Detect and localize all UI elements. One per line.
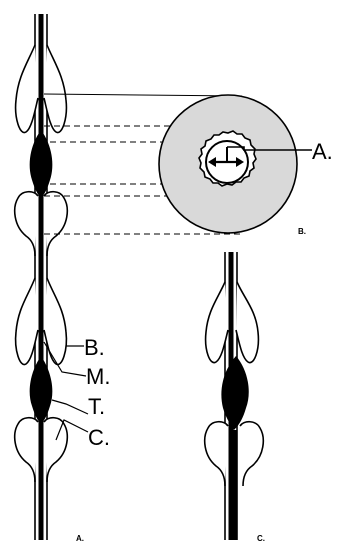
panel-c-longitudinal-section (205, 252, 264, 540)
callout-c-label: C. (88, 425, 110, 450)
panel-a-node-1 (30, 130, 53, 198)
panel-b-cross-section (159, 95, 312, 233)
callout-t-leader (52, 400, 88, 414)
callout-b-label: B. (84, 335, 105, 360)
panel-a-label: A. (76, 534, 84, 543)
callout-t-label: T. (88, 394, 105, 419)
panel-b-label: B. (298, 227, 306, 236)
guide-solid-top (44, 94, 242, 96)
panel-a-node-2 (30, 356, 53, 424)
callout-a-label: A. (312, 139, 333, 164)
panel-a-longitudinal-section (15, 14, 68, 540)
panel-c-label: C. (257, 534, 265, 543)
callout-m-label: M. (86, 364, 110, 389)
